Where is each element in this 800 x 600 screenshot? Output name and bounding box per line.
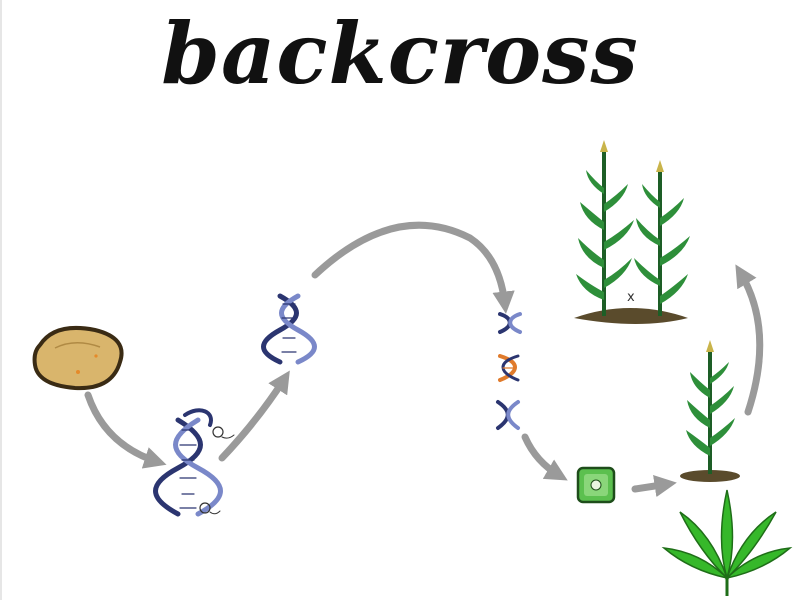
arrow-cell-to-plant xyxy=(635,484,668,489)
arrow-seed-to-dna xyxy=(88,395,158,462)
arrow-clean-dna-to-chromosomes xyxy=(315,225,505,305)
corn-plant-icon xyxy=(680,340,740,482)
seed-icon xyxy=(35,328,122,388)
cannabis-leaf-icon xyxy=(664,490,790,596)
arrow-plant-to-cross xyxy=(740,272,760,412)
arrow-chromosomes-to-cell xyxy=(525,437,560,476)
dna-icon xyxy=(264,296,315,362)
cell-icon xyxy=(578,468,614,502)
chromosome-pair-icon xyxy=(500,314,520,332)
chromosome-pair-icon-2 xyxy=(498,402,518,428)
dna-with-genes-icon xyxy=(156,410,235,514)
cross-symbol: x xyxy=(627,290,635,305)
arrow-dna-to-clean-dna xyxy=(222,378,285,458)
dna-orange-icon xyxy=(500,356,518,380)
